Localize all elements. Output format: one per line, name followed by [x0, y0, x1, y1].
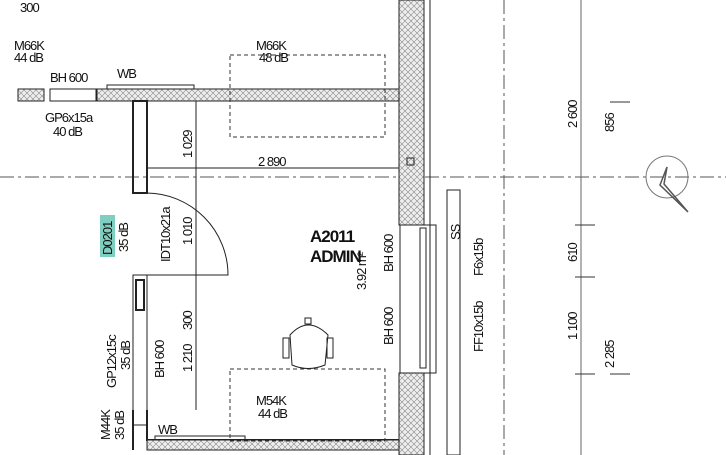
dimension-label: 1 100	[565, 312, 580, 340]
north-arrow-icon	[645, 155, 689, 213]
dimension-label: 300	[20, 0, 39, 15]
door-tag[interactable]: D0201	[100, 215, 115, 257]
window-type-label: F6x15b	[471, 238, 486, 276]
office-chair-icon	[282, 317, 334, 369]
acoustic-rating: 40 dB	[53, 124, 82, 139]
dimension-label: 1 010	[180, 217, 195, 245]
acoustic-rating: 44 dB	[258, 406, 287, 421]
room-area: 3.92 m²	[354, 251, 369, 290]
door-tag-text: D0201	[100, 221, 115, 255]
dimension-label: 2 285	[602, 340, 617, 368]
dimension-ticks	[575, 101, 630, 375]
bh-label: BH 600	[152, 340, 167, 378]
wall-top	[96, 88, 403, 102]
desk-bottom	[229, 368, 386, 442]
wall-type-label: M44K	[98, 409, 113, 440]
glass-partition-left	[132, 274, 148, 426]
bh-label: BH 600	[381, 234, 396, 272]
column-marker	[406, 157, 415, 166]
dimension-label: 856	[602, 113, 617, 132]
desk-top	[229, 54, 386, 138]
wall-opening	[49, 88, 97, 102]
wall-segment	[17, 88, 45, 102]
wb-label: WB	[117, 66, 136, 81]
room-number: A2011	[310, 227, 355, 246]
wb-label: WB	[158, 422, 177, 437]
window-frame[interactable]	[399, 224, 437, 374]
whiteboard-top	[106, 84, 195, 90]
partition-frame	[135, 279, 145, 311]
room-name: ADMIN	[310, 247, 361, 266]
exterior-wall-upper	[398, 0, 425, 226]
exterior-wall-lower	[398, 372, 425, 455]
dimension-label: 2 890	[258, 154, 286, 169]
bh-label: BH 600	[50, 70, 88, 85]
wall-type-label: M66K	[14, 38, 45, 53]
ss-label: SS	[448, 223, 463, 240]
dimension-label: 1 029	[180, 130, 195, 158]
glass-partition-label: GP12x15c	[104, 334, 119, 388]
glass-partition-label: GP6x15a	[45, 110, 94, 125]
wall-type-label: M66K	[256, 38, 287, 53]
bh-label: BH 600	[381, 307, 396, 345]
door-swing	[146, 192, 229, 276]
acoustic-rating: 35 dB	[112, 411, 127, 440]
acoustic-rating: 35 dB	[116, 223, 131, 252]
window-type-label: FF10x15b	[471, 301, 486, 352]
sunshade	[446, 189, 461, 455]
dimension-label: 2 600	[565, 100, 580, 128]
wall-type-label: M54K	[256, 393, 287, 408]
dimension-label: 300	[180, 311, 195, 330]
dimension-label: 610	[565, 243, 580, 262]
door-type-label: IDT10x21a	[158, 206, 173, 262]
window-glass	[419, 227, 427, 369]
partition-left-upper	[132, 100, 148, 194]
whiteboard-bottom	[154, 435, 246, 441]
dimension-label: 1 210	[180, 344, 195, 372]
acoustic-rating: 35 dB	[118, 341, 133, 370]
acoustic-rating: 48 dB	[259, 50, 288, 65]
acoustic-rating: 44 dB	[14, 50, 43, 65]
